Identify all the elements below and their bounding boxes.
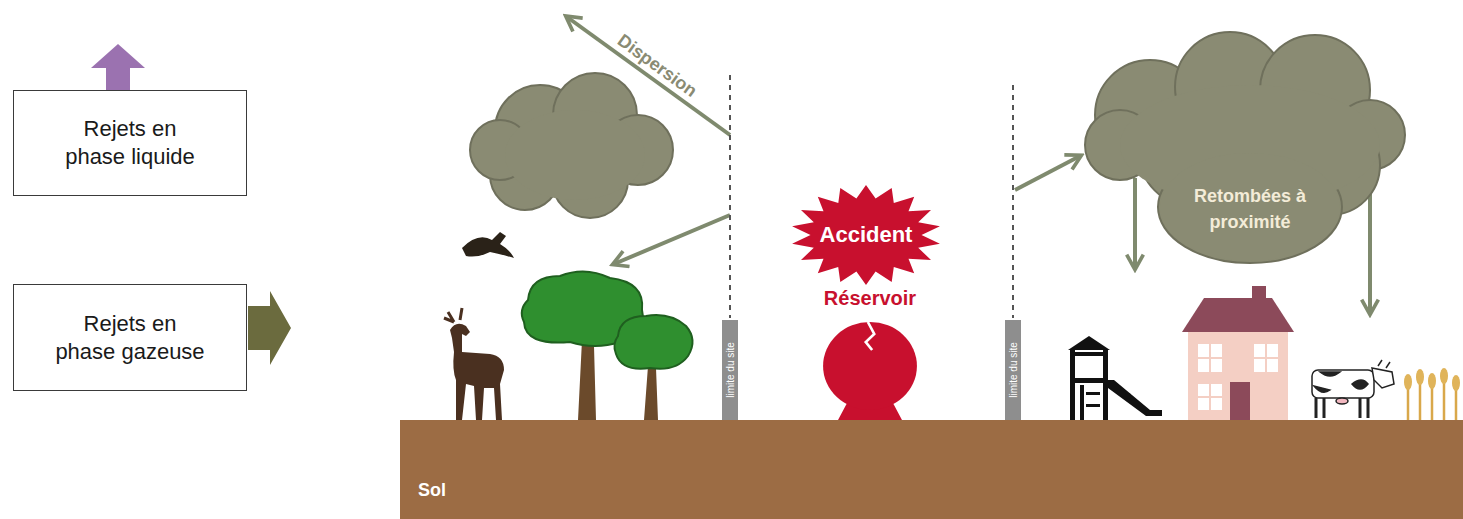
ground-band: Sol: [400, 420, 1463, 519]
node-text: Accident: [820, 222, 913, 248]
node-text: Sol: [418, 480, 446, 501]
accident-burst: Accident: [791, 185, 941, 285]
tree: [522, 271, 693, 420]
wheat: [1404, 368, 1460, 420]
legend-box: Rejets en phase liquide: [13, 90, 247, 196]
dispersion-arrow: [614, 215, 730, 264]
playground: [1068, 336, 1162, 420]
cloud-fill: [505, 110, 645, 200]
legend-text: Rejets en phase liquide: [54, 115, 206, 171]
site-limit-post: limite du site: [722, 320, 738, 420]
site-limit-post: limite du site: [1005, 320, 1021, 420]
site-limit-line: [729, 75, 731, 318]
gas-arrow: [248, 291, 291, 365]
reservoir-tank: Réservoir: [806, 286, 934, 420]
node-text: Retombées à proximité: [1185, 183, 1315, 235]
dispersion-cloud: [470, 73, 673, 218]
house: [1182, 286, 1294, 420]
fallout-cloud: Retombées à proximité: [1080, 25, 1410, 265]
cow: [1312, 360, 1394, 418]
node-text: limite du site: [1008, 342, 1019, 398]
bird: [462, 232, 514, 258]
liquid-arrow: [91, 44, 145, 90]
fallout-arrow: [1133, 178, 1137, 268]
site-limit-line: [1012, 85, 1014, 318]
release-arrow: [1015, 156, 1080, 190]
legend-text: Rejets en phase gazeuse: [54, 310, 206, 366]
node-text: Réservoir: [806, 286, 934, 310]
deer: [444, 308, 504, 420]
dispersion-arrow: [567, 17, 730, 135]
node-text: limite du site: [725, 342, 736, 398]
legend-box: Rejets en phase gazeuse: [13, 284, 247, 391]
